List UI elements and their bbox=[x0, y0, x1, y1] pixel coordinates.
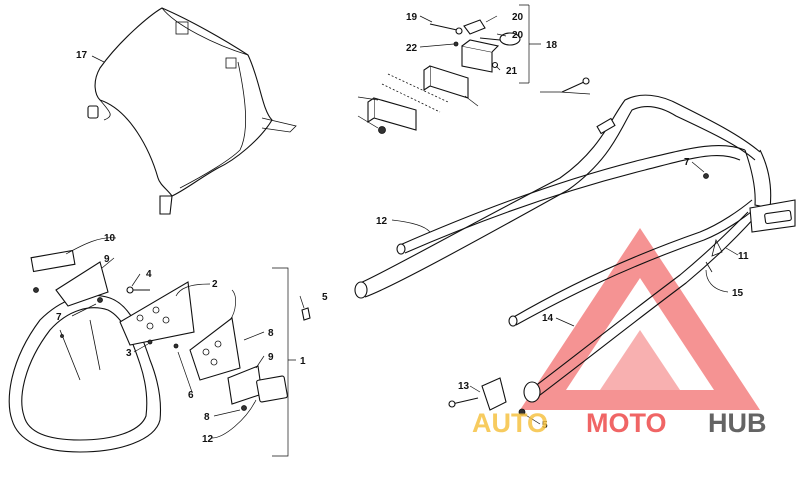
leader-lines bbox=[65, 4, 739, 457]
bracket-kit-parts bbox=[367, 19, 590, 134]
callout-14: 18 bbox=[546, 40, 558, 51]
callout-12-right: 15 bbox=[732, 288, 744, 299]
callout-16: 20 bbox=[512, 12, 524, 23]
callout-19: 22 bbox=[406, 43, 418, 54]
callout-7-lower: 8 bbox=[204, 412, 210, 423]
callout-7-mid: 8 bbox=[268, 328, 274, 339]
watermark-text: AUTO MOTO HUB bbox=[472, 408, 767, 438]
callout-3: 3 bbox=[126, 348, 132, 359]
callout-7-frame: 7 bbox=[684, 157, 690, 168]
callout-8-lower: 9 bbox=[268, 352, 274, 363]
callout-2: 2 bbox=[212, 279, 218, 290]
callout-8-topleft: 9 bbox=[104, 254, 110, 265]
callout-5-bottom: 5 bbox=[542, 420, 548, 431]
callout-10: 12 bbox=[376, 216, 388, 227]
callout-labels: 17 19 20 20 18 22 21 7 12 11 15 14 13 5 … bbox=[56, 12, 749, 445]
windshield-part bbox=[87, 7, 297, 215]
callout-9-lower: 12 bbox=[202, 434, 214, 445]
lower-mount-bracket-part bbox=[448, 377, 526, 416]
callout-1: 1 bbox=[300, 356, 306, 367]
callout-5-left: 5 bbox=[322, 292, 328, 303]
callout-18: 21 bbox=[506, 66, 518, 77]
callout-7-left: 7 bbox=[56, 312, 62, 323]
watermark-moto: MOTO bbox=[586, 408, 667, 438]
callout-11: 13 bbox=[458, 381, 470, 392]
callout-15: 19 bbox=[406, 12, 418, 23]
callout-17: 20 bbox=[512, 30, 524, 41]
bumper-part bbox=[8, 294, 162, 453]
callout-6: 6 bbox=[188, 390, 194, 401]
watermark-auto: AUTO bbox=[472, 408, 548, 438]
callout-4: 4 bbox=[146, 269, 152, 280]
callout-9-right: 11 bbox=[738, 251, 749, 262]
callout-13: 17 bbox=[76, 50, 88, 61]
frame-tubes-part bbox=[354, 94, 772, 403]
right-handguard-bracket-part bbox=[705, 199, 796, 273]
watermark-hub: HUB bbox=[708, 408, 767, 438]
callout-12-center: 14 bbox=[542, 313, 554, 324]
handguard-bracket-part bbox=[30, 249, 311, 411]
callout-9-topleft: 10 bbox=[104, 233, 116, 244]
